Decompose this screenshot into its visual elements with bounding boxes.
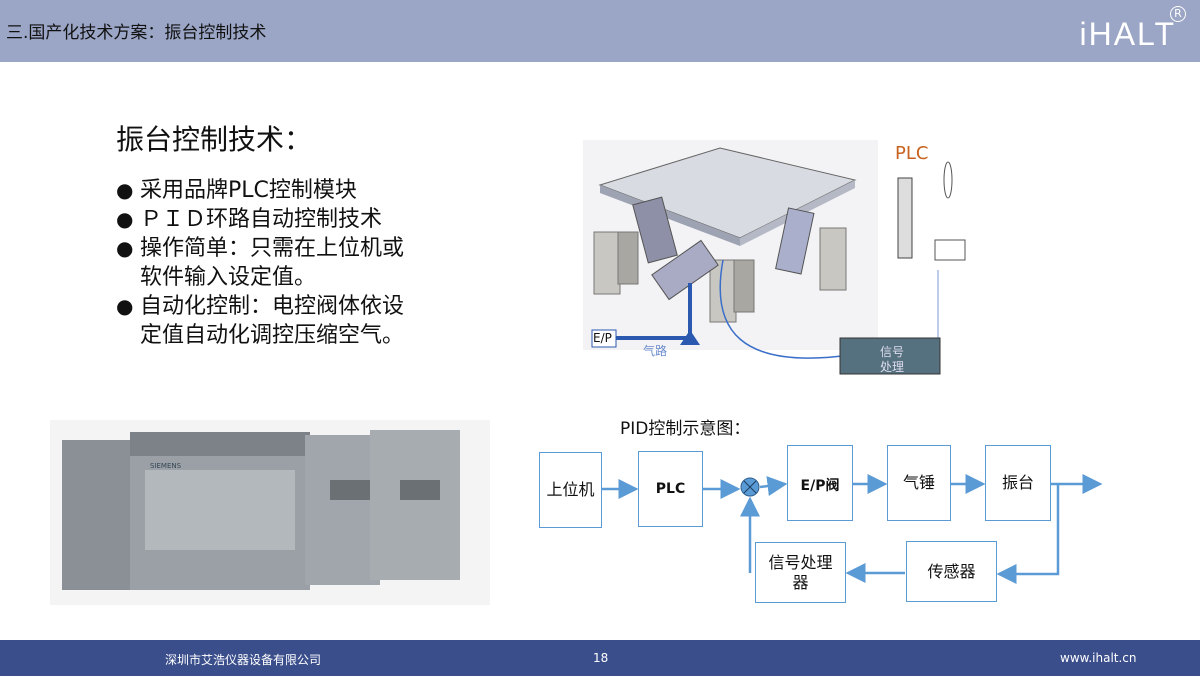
signal-processor-label: 信号处理 [880,345,905,374]
air-path-label: 气路 [643,344,668,358]
block-plc: PLC [638,451,703,527]
block-ep-valve: E/P阀 [787,445,853,521]
block-signal-processor: 信号处理器 [755,542,846,603]
block-air-hammer: 气锤 [887,445,951,521]
footer-bar: 深圳市艾浩仪器设备有限公司 18 www.ihalt.cn [0,640,1200,676]
plc-brand-label: SIEMENS [150,462,182,470]
block-sensor: 传感器 [906,541,997,602]
ihalt-logo: iHALT [1079,16,1176,52]
bullet-list: 采用品牌PLC控制模块 ＰＩＤ环路自动控制技术 操作简单：只需在上位机或软件输入… [116,176,416,350]
plc-label: PLC [895,143,929,164]
bullet-item: 采用品牌PLC控制模块 [116,176,416,205]
slide-title: 三.国产化技术方案：振台控制技术 [6,23,267,43]
bullet-item: 操作简单：只需在上位机或软件输入设定值。 [116,234,416,292]
bullet-item: 自动化控制：电控阀体依设定值自动化调控压缩空气。 [116,292,416,350]
ep-label: E/P [593,331,612,345]
bullet-item: ＰＩＤ环路自动控制技术 [116,205,416,234]
page-number: 18 [593,651,609,665]
section-heading: 振台控制技术： [116,123,313,156]
pid-diagram-title: PID控制示意图： [620,419,751,439]
footer-url[interactable]: www.ihalt.cn [1060,651,1137,665]
block-host: 上位机 [539,452,602,528]
footer-company: 深圳市艾浩仪器设备有限公司 [165,653,322,667]
block-vibration-table: 振台 [985,445,1051,521]
header-bar: 三.国产化技术方案：振台控制技术 iHALT R [0,0,1200,62]
summing-junction [740,477,760,497]
registered-mark: R [1170,6,1186,22]
